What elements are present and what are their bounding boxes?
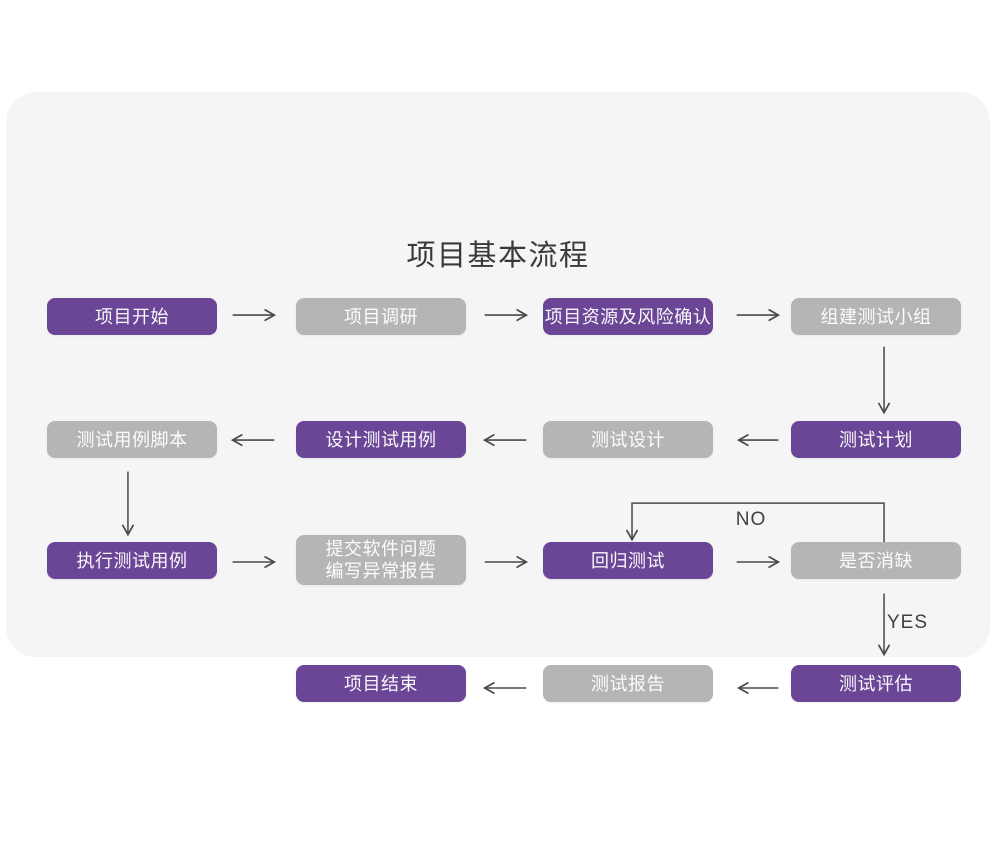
flow-node-project-end: 项目结束 [296, 665, 466, 702]
yes-branch-label: YES [887, 612, 929, 633]
flowchart-card: 项目基本流程 项目开始 项目调研 项目资源及风险确认 组建测试小组 测试计划 测… [6, 92, 990, 702]
flow-node-test-plan: 测试计划 [791, 421, 961, 458]
flow-node-submit-issues-write-report: 提交软件问题 编写异常报告 [296, 535, 466, 585]
page-title: 项目基本流程 [406, 240, 590, 272]
flow-node-project-research: 项目调研 [296, 298, 466, 335]
flow-node-test-report: 测试报告 [543, 665, 713, 702]
flow-node-test-evaluation: 测试评估 [791, 665, 961, 702]
flow-node-build-test-team: 组建测试小组 [791, 298, 961, 335]
flow-node-test-design: 测试设计 [543, 421, 713, 458]
flow-arrows [121, 309, 891, 695]
flow-node-project-start: 项目开始 [47, 298, 217, 335]
flow-node-test-case-scripts: 测试用例脚本 [47, 421, 217, 458]
no-branch-label: NO [735, 509, 767, 530]
flow-node-project-resource-risk-confirmation: 项目资源及风险确认 [543, 298, 713, 335]
flow-node-design-test-cases: 设计测试用例 [296, 421, 466, 458]
flow-node-execute-test-cases: 执行测试用例 [47, 542, 217, 579]
flow-node-regression-test: 回归测试 [543, 542, 713, 579]
flow-node-defect-resolved-decision: 是否消缺 [791, 542, 961, 579]
